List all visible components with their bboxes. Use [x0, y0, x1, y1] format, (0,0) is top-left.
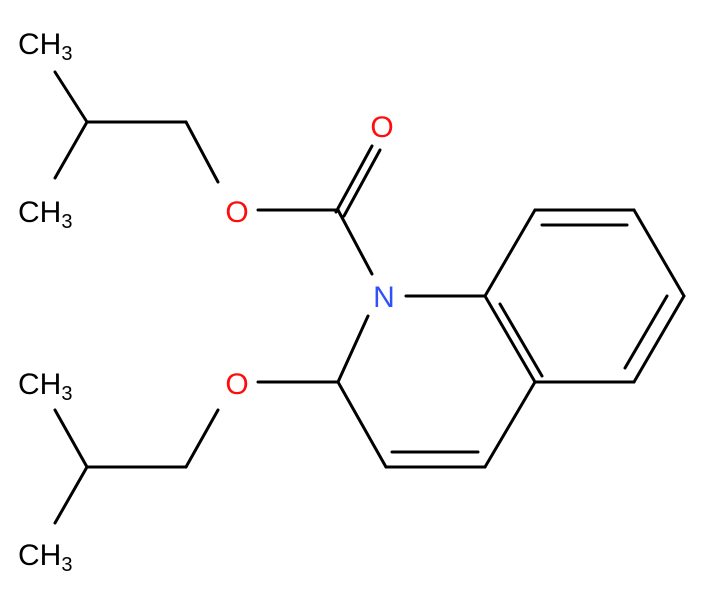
bond-c8a-c8	[483, 208, 537, 298]
bond-c6-c5	[632, 294, 686, 384]
oxygen-ester-label: O	[225, 196, 248, 229]
methyl-label-top: CH3	[18, 28, 72, 65]
bond-c2-c3	[336, 380, 388, 469]
methyl-label-lower-mid: CH3	[18, 368, 72, 405]
bond-c8a-c4a-inner	[498, 302, 544, 378]
nitrogen-ring-label: N	[373, 281, 395, 314]
methyl-label-upper-mid: CH3	[18, 196, 72, 233]
bond-n-c2	[336, 314, 370, 384]
oxygen-ether-label: O	[225, 368, 248, 401]
bond-ch3c-ch	[53, 408, 89, 469]
bond-ch3d-ch	[53, 465, 89, 525]
bond-group	[53, 70, 686, 525]
bond-c4a-c8a	[483, 294, 537, 384]
bond-ch3b-ch	[53, 120, 89, 180]
bond-o-ether-ch2	[184, 408, 220, 469]
bond-ch2-o-ester	[184, 120, 220, 184]
methyl-label-bottom: CH3	[18, 539, 72, 576]
bond-c6-c5-inner	[623, 294, 669, 370]
oxygen-carbonyl-label: O	[370, 111, 393, 144]
bond-ch3a-ch	[53, 70, 89, 124]
bond-carbonyl-double-b	[342, 148, 382, 218]
bond-c7-c6	[632, 208, 686, 298]
bond-carbonyl-double-a	[334, 144, 374, 214]
bond-carbonyl-c-n	[336, 208, 374, 276]
bond-c4-c4a	[483, 380, 537, 469]
atom-labels: O O N O CH3 CH3 CH3 CH3	[18, 28, 395, 576]
